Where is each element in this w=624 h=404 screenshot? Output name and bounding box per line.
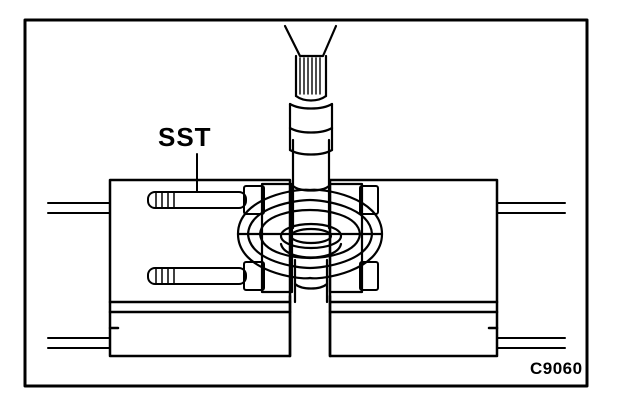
inner-bearing-race	[279, 222, 343, 259]
figure-frame	[23, 18, 589, 388]
figure-code: C9060	[530, 359, 583, 378]
press-ram	[283, 24, 338, 156]
rail-upper	[47, 202, 566, 214]
rail-lower	[47, 337, 566, 349]
vise-jaws	[108, 178, 499, 358]
sst-callout-label: SST	[158, 122, 212, 152]
shaft	[291, 138, 331, 304]
